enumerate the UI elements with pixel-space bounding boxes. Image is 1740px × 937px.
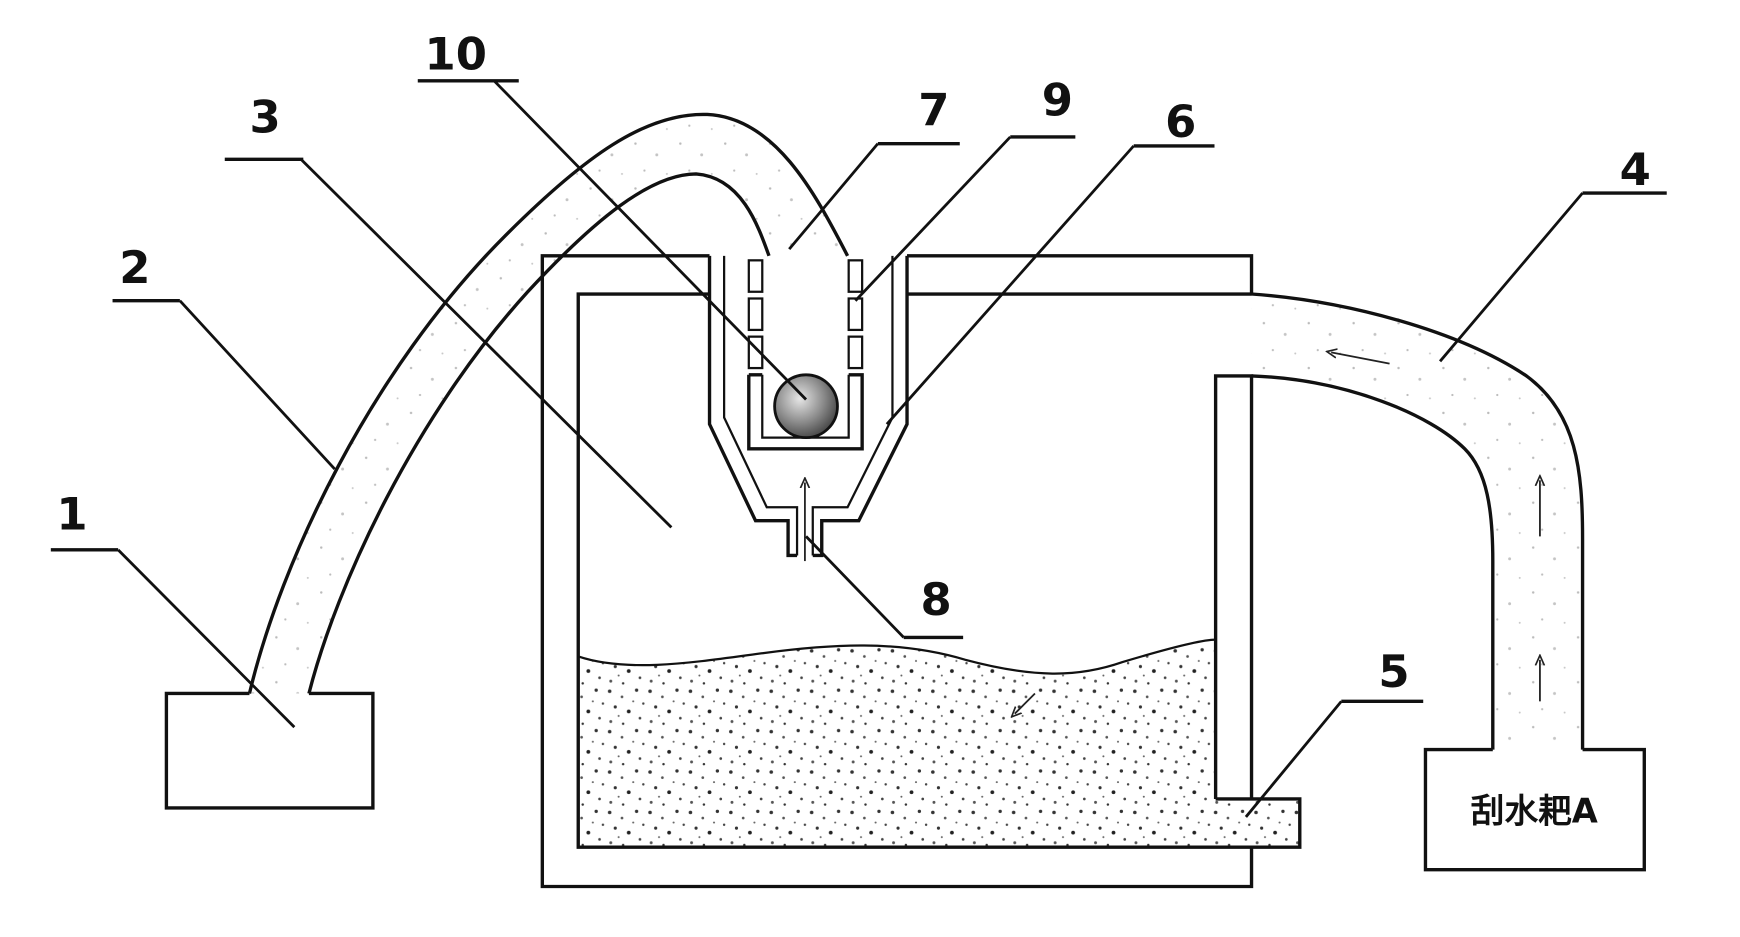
box-a-label: 刮水耙A <box>1471 792 1598 831</box>
return-pipe-outer-edge <box>1251 292 1585 750</box>
label-6: 6 <box>885 95 1215 426</box>
label-9-text: 9 <box>1042 74 1073 127</box>
ball <box>773 373 839 440</box>
housing-outer-left <box>707 255 798 558</box>
tank-right-partition <box>1213 374 1254 799</box>
label-1-leader <box>117 548 296 729</box>
label-6-leader <box>885 144 1135 426</box>
label-2: 2 <box>112 241 336 471</box>
inlet-pipe <box>247 112 850 694</box>
label-4: 4 <box>1438 143 1667 363</box>
label-8-text: 8 <box>920 573 951 626</box>
ball-body <box>773 373 839 440</box>
tank-outer-wall <box>540 254 1254 889</box>
label-4-leader <box>1438 192 1584 363</box>
basket-outer <box>747 373 864 451</box>
label-6-text: 6 <box>1165 95 1196 148</box>
label-3-leader <box>300 158 673 529</box>
label-2-leader <box>178 299 336 471</box>
perforation-slot <box>747 297 764 332</box>
label-9-leader <box>854 135 1012 302</box>
sediment-surface <box>577 638 1216 675</box>
source-box <box>164 691 375 810</box>
label-3-text: 3 <box>249 90 280 143</box>
label-5: 5 <box>1244 645 1424 818</box>
tank-inner-wall <box>576 292 1302 849</box>
housing-outer-right <box>812 255 909 558</box>
housing-inner-left <box>722 255 799 556</box>
label-7-leader <box>788 142 879 251</box>
label-10-text: 10 <box>425 28 487 81</box>
label-10: 10 <box>417 28 808 401</box>
reference-labels: 10 3 7 9 6 4 2 <box>50 28 1667 818</box>
inlet-pipe-inner-edge <box>307 172 771 694</box>
label-1: 1 <box>50 488 296 729</box>
inlet-pipe-outer-edge <box>247 112 850 694</box>
label-5-leader <box>1244 700 1343 818</box>
label-5-text: 5 <box>1378 645 1409 698</box>
perforation-slot <box>847 259 864 293</box>
label-1-text: 1 <box>56 488 87 541</box>
label-7-text: 7 <box>918 84 949 137</box>
label-8-leader <box>805 535 905 639</box>
flow-arrow-left <box>1331 352 1390 365</box>
label-8: 8 <box>805 535 964 640</box>
perforation-slot <box>747 259 764 293</box>
return-pipe-inner-edge <box>1251 374 1495 750</box>
perforation-slot <box>847 297 864 332</box>
housing <box>707 255 909 558</box>
sediment-fill <box>577 638 1300 848</box>
label-9: 9 <box>854 74 1076 302</box>
return-pipe <box>1251 292 1585 750</box>
sediment-arrow <box>1015 692 1036 713</box>
label-10-leader <box>493 79 808 401</box>
perforation-slot <box>747 335 764 370</box>
tank <box>540 254 1302 889</box>
label-7: 7 <box>788 84 960 251</box>
housing-inner-right <box>811 255 894 556</box>
label-4-text: 4 <box>1620 143 1651 196</box>
tank-outer-top-right <box>907 254 1254 295</box>
label-3: 3 <box>224 90 673 529</box>
box-a: 刮水耙A <box>1423 747 1646 872</box>
perforation-slot <box>847 335 864 370</box>
label-2-text: 2 <box>119 241 150 294</box>
